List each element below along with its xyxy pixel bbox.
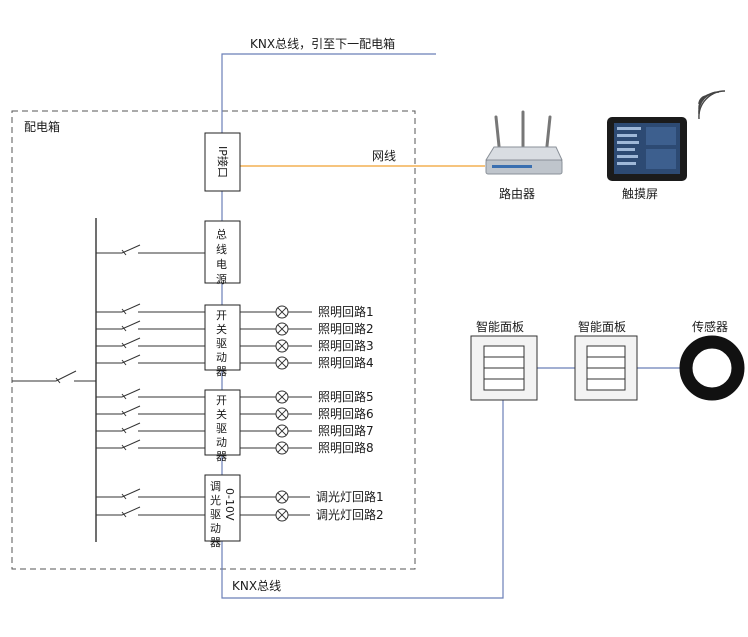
label-char: 开 <box>216 394 227 407</box>
switch-actuator-2 <box>204 389 241 456</box>
label-char: 动 <box>210 522 221 535</box>
circuit-label: 照明回路2 <box>318 321 374 336</box>
label-char: 器 <box>210 536 221 549</box>
dimmer-actuator <box>204 474 241 542</box>
circuit-label: 调光灯回路2 <box>316 507 384 522</box>
label-char: 源 <box>216 272 227 286</box>
label-char: 光 <box>210 493 221 507</box>
label-char: 驱 <box>210 508 221 521</box>
sensor-label: 传感器 <box>692 319 728 334</box>
breaker <box>96 388 205 400</box>
circuit-label: 照明回路8 <box>318 440 374 455</box>
label-char: 电 <box>216 258 227 271</box>
label-char: 关 <box>216 322 227 336</box>
knx-bus-bottom <box>221 400 504 599</box>
bus-power <box>204 220 241 284</box>
output-circuit: 照明回路6 <box>240 406 374 421</box>
output-circuit: 照明回路7 <box>240 423 374 438</box>
breaker-branches <box>96 244 205 518</box>
knx-bottom-label: KNX总线 <box>232 579 281 593</box>
breaker <box>96 320 205 332</box>
label-char: 驱 <box>216 337 227 350</box>
breaker <box>96 422 205 434</box>
dimmer-voltage-label: 0-10V <box>223 488 236 521</box>
touchscreen-label: 触摸屏 <box>622 187 658 201</box>
label-char: 关 <box>216 407 227 421</box>
network-label: 网线 <box>372 149 396 163</box>
breaker <box>96 488 205 500</box>
router-icon <box>485 110 563 175</box>
output-circuit: 照明回路2 <box>240 321 374 336</box>
ip-interface-label: IP接口 <box>216 146 229 178</box>
breaker <box>96 439 205 451</box>
ip-interface <box>204 132 241 192</box>
label-char: 调 <box>210 480 221 493</box>
label-char: 驱 <box>216 422 227 435</box>
circuit-label: 照明回路3 <box>318 338 374 353</box>
circuit-label: 照明回路4 <box>318 355 374 370</box>
knx-top-label: KNX总线，引至下一配电箱 <box>250 36 395 51</box>
knx-bus-top <box>221 53 436 133</box>
output-circuit: 照明回路3 <box>240 338 374 353</box>
circuit-label: 照明回路1 <box>318 304 374 319</box>
output-circuit: 照明回路8 <box>240 440 374 455</box>
label-char: 动 <box>216 351 227 364</box>
label-char: 线 <box>216 242 227 256</box>
output-circuit: 照明回路1 <box>240 304 374 319</box>
label-char: 总 <box>216 227 227 241</box>
circuit-label: 照明回路5 <box>318 389 374 404</box>
sensor-icon <box>679 335 745 401</box>
router-label: 路由器 <box>499 186 535 201</box>
output-circuit: 调光灯回路1 <box>240 489 384 504</box>
breaker <box>96 337 205 349</box>
switch-actuator-1 <box>204 304 241 371</box>
circuit-label: 照明回路6 <box>318 406 374 421</box>
output-circuit: 照明回路4 <box>240 355 374 370</box>
cabinet-boundary <box>11 110 416 570</box>
label-char: 开 <box>216 309 227 322</box>
breaker <box>96 303 205 315</box>
breaker <box>96 506 205 518</box>
circuit-label: 调光灯回路1 <box>316 489 384 504</box>
circuit-label: 照明回路7 <box>318 423 374 438</box>
output-circuit: 照明回路5 <box>240 389 374 404</box>
breaker <box>96 354 205 366</box>
panel-1-label: 智能面板 <box>476 319 524 334</box>
output-circuit: 调光灯回路2 <box>240 507 384 522</box>
label-char: 器 <box>216 365 227 378</box>
main-breaker <box>12 370 96 384</box>
breaker <box>96 244 205 256</box>
output-circuits: 照明回路1 照明回路2 照明回路3 照明回路4 照明回路5 照明回路6 照明回路7 照明回路8… <box>240 304 384 522</box>
touchscreen-icon <box>607 90 726 181</box>
cabinet-label: 配电箱 <box>24 119 60 134</box>
panel-2-label: 智能面板 <box>578 319 626 334</box>
breaker <box>96 405 205 417</box>
label-char: 器 <box>216 450 227 463</box>
label-char: 动 <box>216 436 227 449</box>
